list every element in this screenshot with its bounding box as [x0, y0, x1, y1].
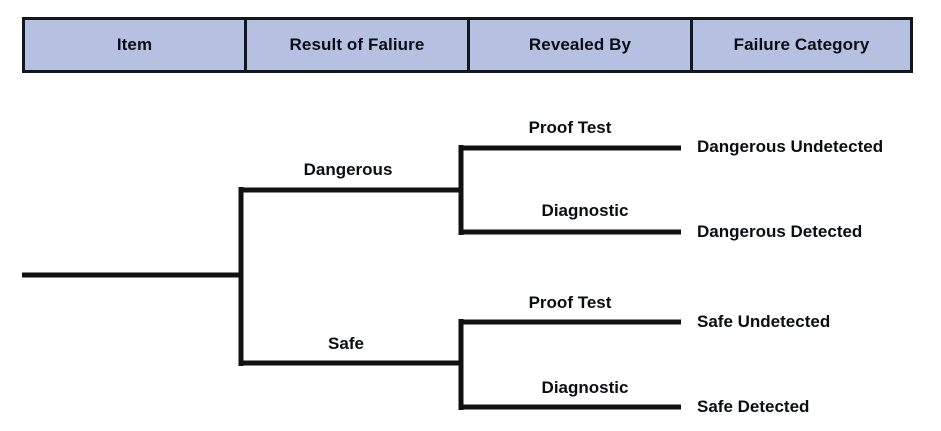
tree-label-proof-test-dangerous: Proof Test [528, 118, 612, 137]
tree-label-proof-test-safe: Proof Test [528, 293, 612, 312]
tree-label-diagnostic-safe: Diagnostic [541, 378, 629, 397]
tree-leaf-safe-undetected: Safe Undetected [697, 312, 831, 331]
header-cell-item: Item [25, 20, 247, 70]
failure-classification-header-table: Item Result of Faliure Revealed By Failu… [22, 17, 913, 73]
tree-label-diagnostic-dangerous: Diagnostic [541, 201, 629, 220]
tree-leaf-safe-detected: Safe Detected [697, 397, 810, 416]
header-cell-result-of-failure: Result of Faliure [247, 20, 470, 70]
tree-label-dangerous: Dangerous [303, 160, 393, 179]
tree-label-safe: Safe [328, 334, 364, 353]
tree-leaf-dangerous-undetected: Dangerous Undetected [697, 137, 884, 156]
header-cell-revealed-by: Revealed By [470, 20, 693, 70]
header-cell-failure-category: Failure Category [733, 35, 870, 54]
tree-leaf-dangerous-detected: Dangerous Detected [697, 222, 863, 241]
